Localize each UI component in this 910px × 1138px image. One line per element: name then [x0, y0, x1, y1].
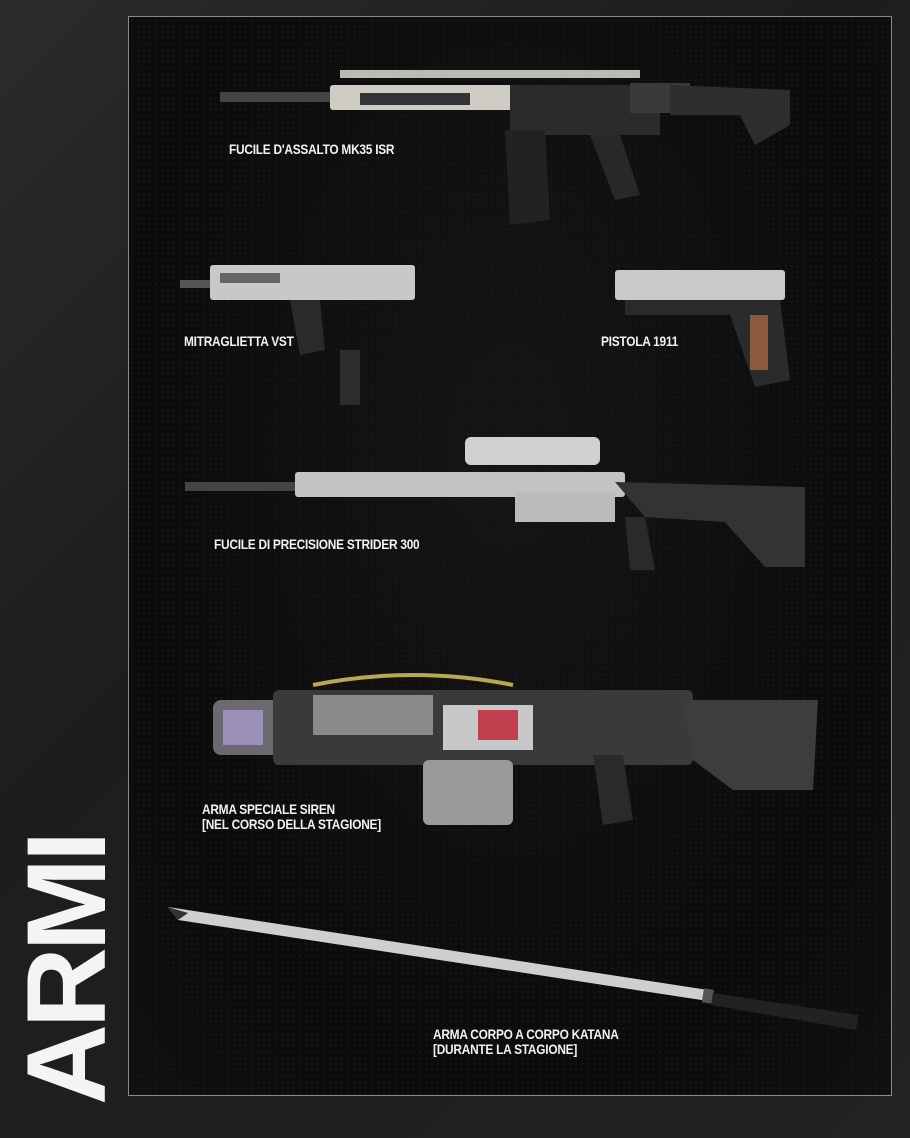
katana-image — [168, 907, 858, 1030]
weapon-name: ARMA SPECIALE SIREN — [202, 801, 335, 817]
assault-rifle-image — [220, 70, 790, 225]
smg-image — [180, 265, 415, 405]
special-weapon-image — [213, 673, 818, 825]
weapon-label: FUCILE D'ASSALTO MK35 ISR — [229, 141, 395, 157]
weapon-label: FUCILE DI PRECISIONE STRIDER 300 — [214, 536, 420, 552]
weapon-label: MITRAGLIETTA VST — [184, 333, 294, 349]
weapon-name: ARMA CORPO A CORPO KATANA — [433, 1026, 619, 1042]
weapon-label: PISTOLA 1911 — [601, 333, 678, 349]
pistol-image — [615, 270, 790, 387]
page-title: ARMI — [4, 834, 129, 1105]
weapon-availability: [NEL CORSO DELLA STAGIONE] — [202, 816, 381, 832]
weapon-label: ARMA SPECIALE SIREN [NEL CORSO DELLA STA… — [202, 802, 381, 832]
sniper-rifle-image — [185, 437, 805, 570]
weapon-label: ARMA CORPO A CORPO KATANA [DURANTE LA ST… — [433, 1027, 619, 1057]
weapon-availability: [DURANTE LA STAGIONE] — [433, 1041, 578, 1057]
